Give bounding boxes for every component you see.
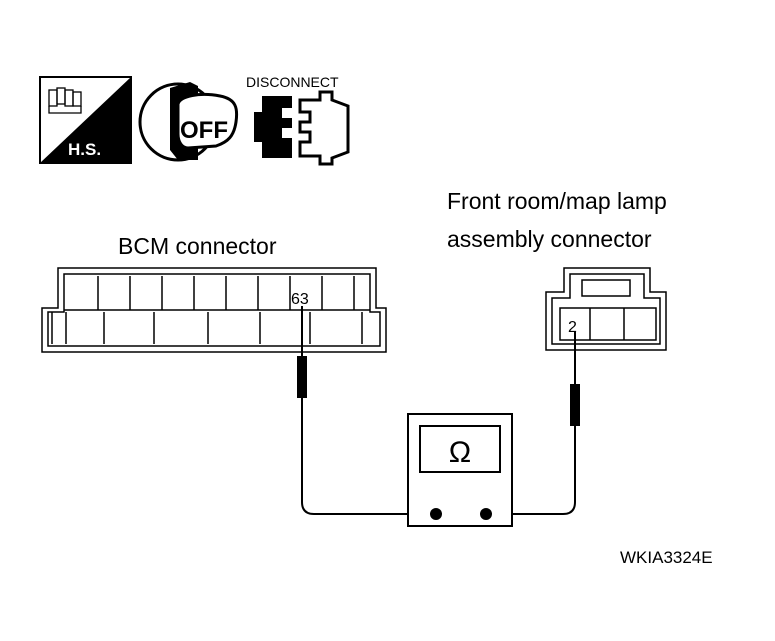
lamp-connector-title-line2: assembly connector bbox=[447, 226, 652, 252]
ohm-symbol: Ω bbox=[449, 436, 471, 469]
disconnect-icon: DISCONNECT bbox=[246, 74, 350, 166]
bcm-connector-title: BCM connector bbox=[118, 233, 277, 259]
harness-label: H.S. bbox=[68, 140, 101, 159]
ignition-off-icon: OFF bbox=[138, 82, 239, 162]
left-probe bbox=[297, 306, 436, 515]
ohmmeter bbox=[407, 413, 513, 527]
right-probe bbox=[486, 332, 580, 515]
figure-code: WKIA3324E bbox=[620, 548, 713, 567]
lamp-terminal-label: 2 bbox=[568, 319, 577, 336]
ignition-label: OFF bbox=[180, 117, 228, 144]
bcm-terminal-label: 63 bbox=[291, 291, 309, 308]
bcm-connector bbox=[41, 267, 387, 353]
disconnect-label: DISCONNECT bbox=[246, 74, 339, 90]
lamp-connector bbox=[545, 267, 667, 351]
meter-terminal-right bbox=[480, 508, 492, 520]
harness-connector-icon: H.S. bbox=[39, 76, 132, 164]
meter-terminal-left bbox=[430, 508, 442, 520]
lamp-connector-title-line1: Front room/map lamp bbox=[447, 188, 667, 214]
